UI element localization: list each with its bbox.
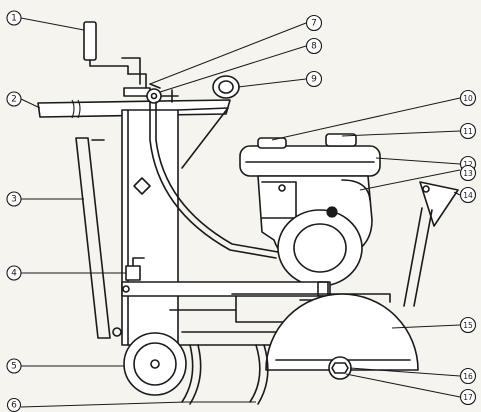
callout-10: 10 — [459, 89, 477, 107]
fuel-tank — [239, 145, 381, 177]
diamond-decal — [133, 177, 151, 195]
callout-16-label: 16 — [463, 372, 473, 381]
callout-7-label: 7 — [311, 19, 317, 29]
base-frame — [169, 293, 391, 346]
callout-11: 11 — [459, 122, 477, 140]
callout-13-label: 13 — [463, 169, 473, 178]
machine-drawing — [37, 21, 459, 405]
callout-8-label: 8 — [311, 42, 317, 52]
callout-15-label: 15 — [463, 321, 473, 330]
callout-3: 3 — [6, 191, 22, 207]
callout-11-label: 11 — [463, 127, 473, 136]
callout-15: 15 — [459, 316, 477, 334]
callout-14-label: 14 — [463, 191, 473, 200]
callout-7: 7 — [305, 14, 323, 32]
callout-14: 14 — [459, 186, 477, 204]
depth-handle[interactable] — [83, 21, 151, 97]
callout-6: 6 — [6, 397, 22, 412]
left-strut — [75, 137, 122, 339]
handle-bar — [37, 99, 231, 119]
callout-2-label: 2 — [11, 95, 17, 105]
starter-knob — [326, 206, 338, 218]
callout-9-label: 9 — [311, 75, 317, 85]
callout-17-label: 17 — [463, 393, 473, 402]
callout-1-label: 1 — [11, 14, 17, 24]
callout-12-label: 12 — [463, 160, 473, 169]
blade-guard[interactable] — [265, 293, 419, 371]
callout-4-label: 4 — [11, 269, 17, 279]
engine-cap-right — [325, 133, 357, 147]
callout-5: 5 — [6, 358, 22, 374]
water-hose — [149, 101, 279, 259]
callout-8: 8 — [305, 37, 323, 55]
callout-4: 4 — [6, 265, 22, 281]
callout-1: 1 — [6, 10, 22, 26]
callout-9: 9 — [305, 70, 323, 88]
engine — [239, 133, 381, 301]
callout-5-label: 5 — [11, 362, 17, 372]
callout-2: 2 — [6, 91, 22, 107]
water-tap — [125, 265, 141, 281]
leader-lines — [20, 17, 461, 408]
callout-3-label: 3 — [11, 195, 17, 205]
pointer-guide[interactable] — [403, 181, 459, 307]
water-cap[interactable] — [212, 75, 240, 99]
callout-10-label: 10 — [463, 94, 473, 103]
rear-wheel — [123, 332, 187, 396]
callout-16: 16 — [459, 367, 477, 385]
blade-hub — [328, 356, 352, 380]
callout-6-label: 6 — [11, 401, 17, 411]
control-valve[interactable] — [146, 83, 179, 104]
callout-17: 17 — [459, 388, 477, 406]
depth-indicator — [181, 344, 269, 405]
callout-13: 13 — [459, 164, 477, 182]
engine-cap-left — [257, 137, 287, 149]
